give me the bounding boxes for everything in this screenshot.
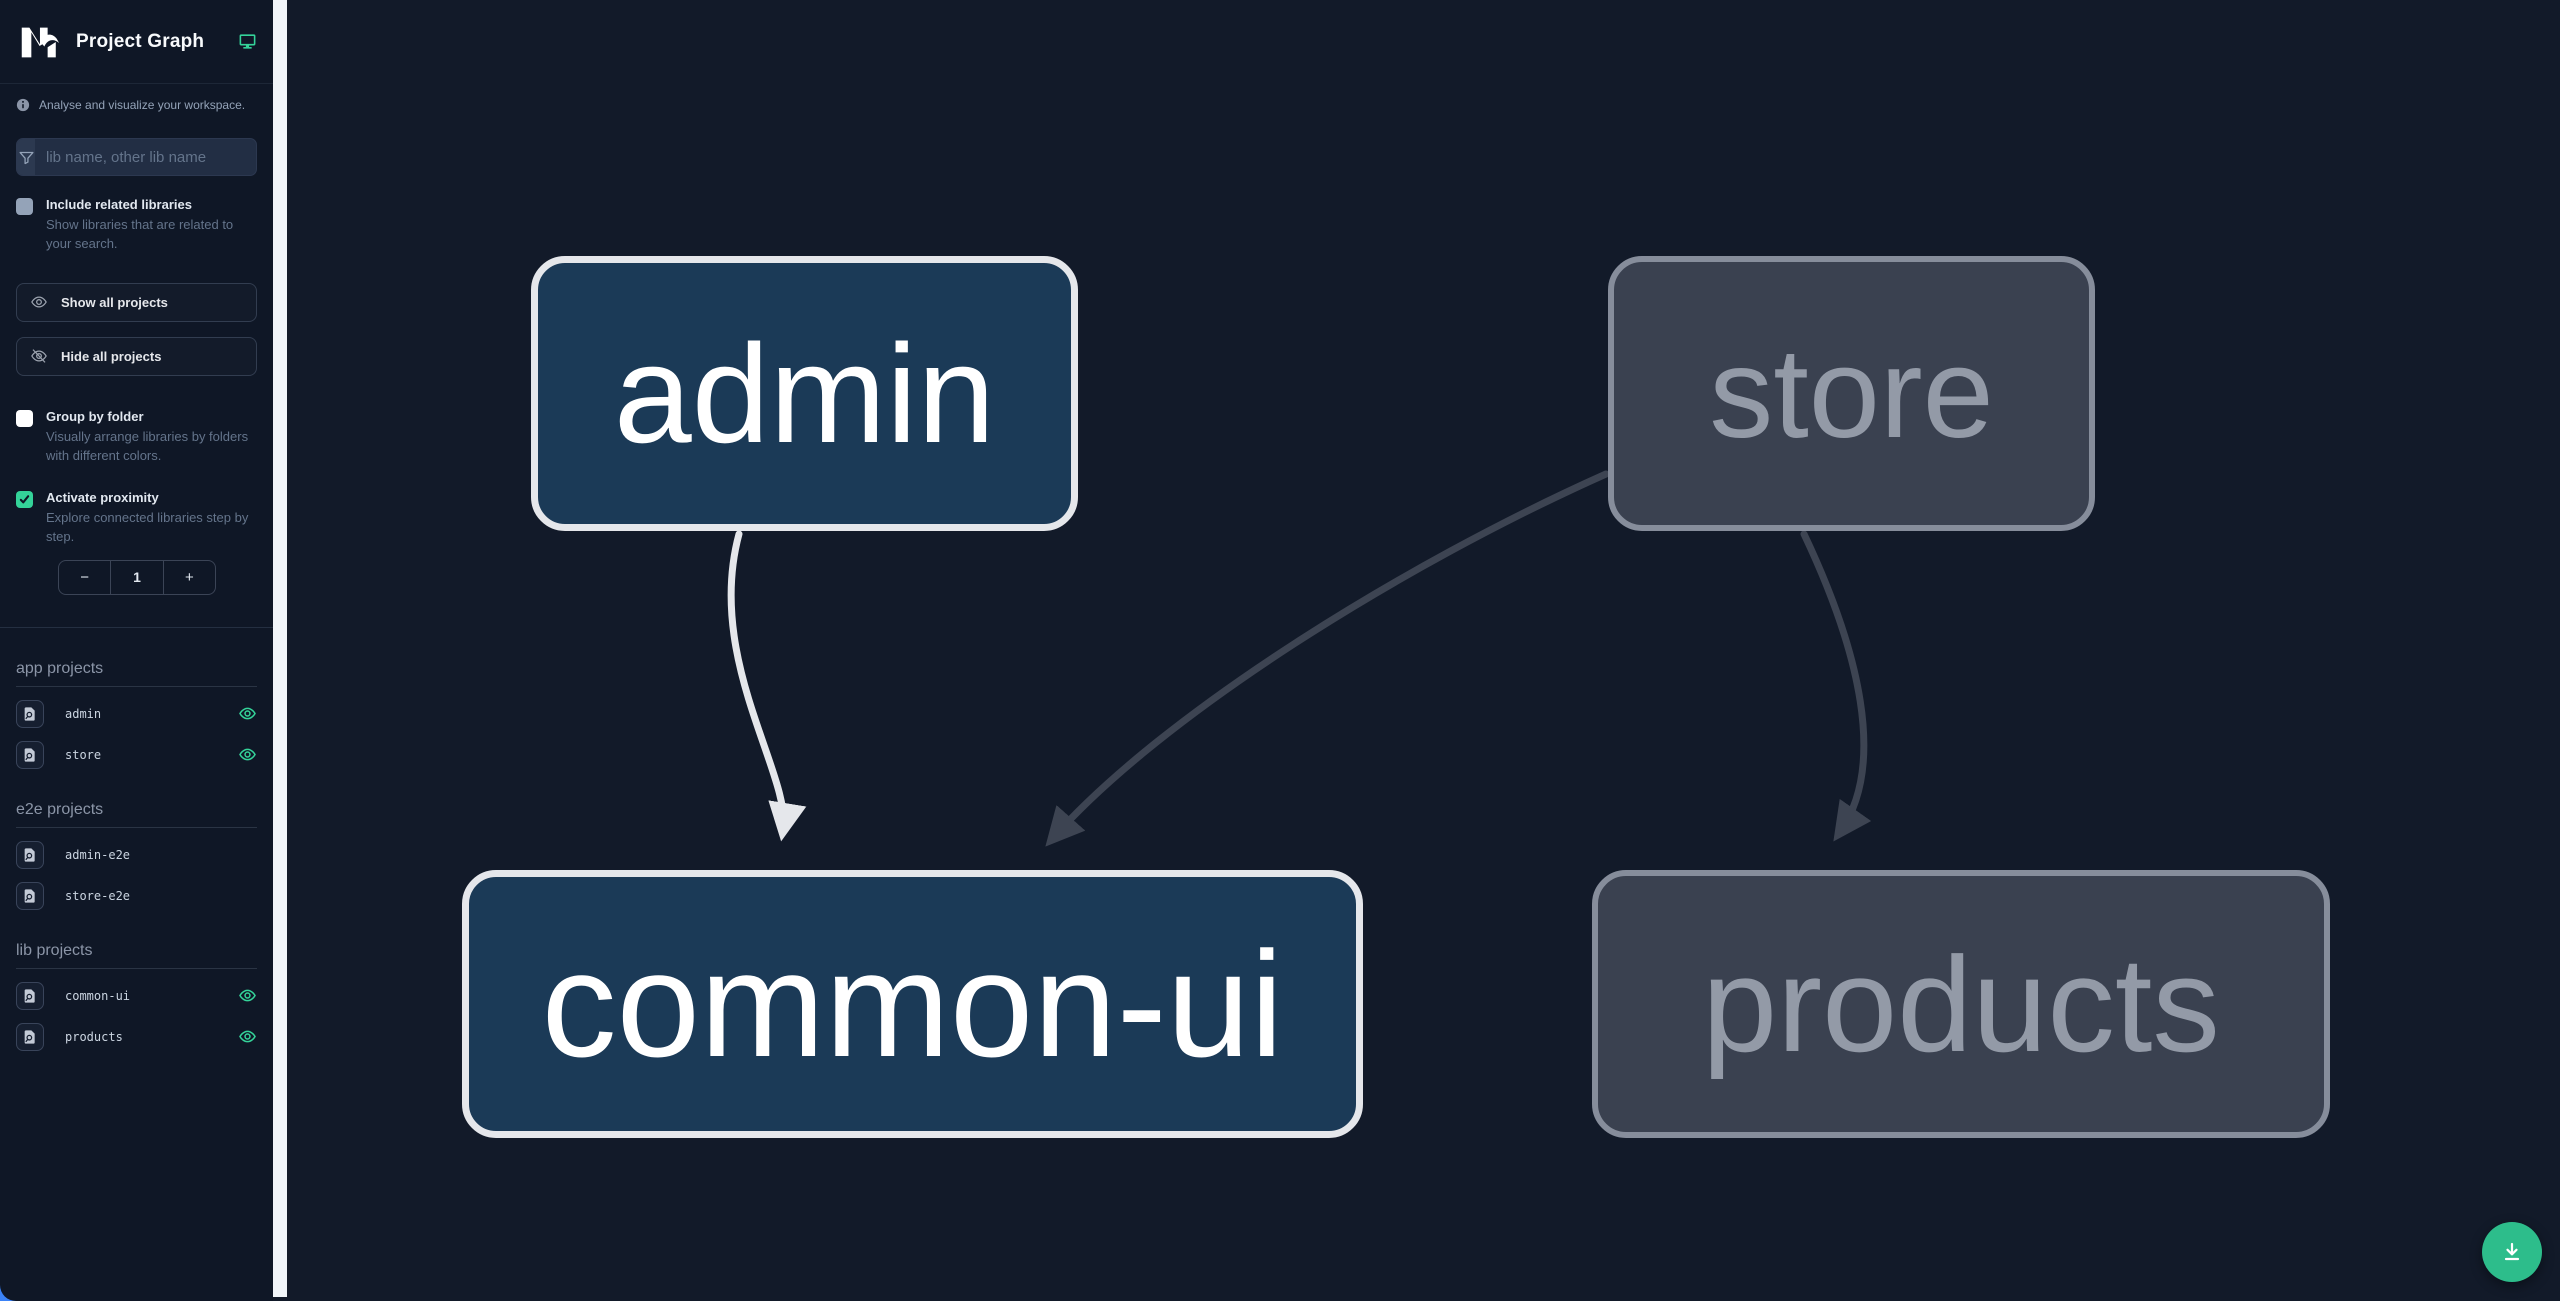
search-box bbox=[16, 138, 257, 176]
project-name: products bbox=[65, 1029, 123, 1044]
project-name: common-ui bbox=[65, 988, 131, 1003]
toggle-visibility-eye-icon[interactable] bbox=[238, 986, 257, 1005]
hide-all-projects-label: Hide all projects bbox=[61, 348, 162, 364]
show-all-projects-label: Show all projects bbox=[61, 294, 168, 310]
graph-canvas[interactable]: admin store common-ui products bbox=[287, 0, 2560, 1301]
sidebar: Project Graph Analyse and visualize your… bbox=[0, 0, 273, 1301]
eye-icon bbox=[31, 296, 47, 308]
document-magnifier-icon bbox=[24, 848, 35, 862]
project-name: store-e2e bbox=[65, 888, 131, 903]
search-input[interactable] bbox=[35, 139, 256, 175]
graph-node-store[interactable]: store bbox=[1608, 256, 2095, 531]
eye-off-icon bbox=[31, 349, 47, 364]
show-all-projects-button[interactable]: Show all projects bbox=[16, 282, 257, 322]
document-magnifier-icon bbox=[24, 748, 35, 762]
project-row-products: products bbox=[16, 1022, 257, 1051]
nx-logo bbox=[21, 27, 60, 57]
project-name: store bbox=[65, 747, 102, 762]
graph-node-common-ui[interactable]: common-ui bbox=[462, 870, 1363, 1138]
section-app-projects: app projects admin bbox=[16, 660, 257, 769]
group-by-folder-label: Group by folder bbox=[46, 408, 144, 424]
sidebar-body: Analyse and visualize your workspace. In… bbox=[0, 98, 273, 1051]
project-row-admin-e2e: admin-e2e bbox=[16, 840, 257, 869]
activate-proximity-description: Explore connected libraries step by step… bbox=[46, 510, 249, 544]
sidebar-resize-divider[interactable] bbox=[273, 0, 287, 1297]
section-title: e2e projects bbox=[16, 801, 257, 828]
activate-proximity-label: Activate proximity bbox=[46, 489, 159, 505]
focus-project-button[interactable] bbox=[16, 881, 44, 910]
proximity-increment-button[interactable]: + bbox=[164, 561, 215, 594]
tagline: Analyse and visualize your workspace. bbox=[16, 98, 257, 112]
project-row-store: store bbox=[16, 740, 257, 769]
download-icon bbox=[2504, 1242, 2520, 1261]
section-lib-projects: lib projects common-ui bbox=[16, 942, 257, 1051]
document-magnifier-icon bbox=[24, 989, 35, 1003]
graph-node-products[interactable]: products bbox=[1592, 870, 2330, 1138]
toggle-visibility-eye-icon[interactable] bbox=[238, 704, 257, 723]
focus-project-button[interactable] bbox=[16, 840, 44, 869]
focus-project-button[interactable] bbox=[16, 1022, 44, 1051]
include-related-label: Include related libraries bbox=[46, 197, 192, 212]
section-title: lib projects bbox=[16, 942, 257, 969]
download-graph-button[interactable] bbox=[2482, 1222, 2542, 1282]
group-by-folder-checkbox-row[interactable]: Group by folder Visually arrange librari… bbox=[16, 409, 257, 466]
section-title: app projects bbox=[16, 660, 257, 687]
edge-store-to-products[interactable] bbox=[1800, 530, 1872, 842]
document-magnifier-icon bbox=[24, 707, 35, 721]
checkmark-icon bbox=[19, 495, 30, 504]
section-e2e-projects: e2e projects admin-e2e bbox=[16, 801, 257, 910]
node-label: store bbox=[1709, 322, 1994, 465]
project-name: admin-e2e bbox=[65, 847, 131, 862]
include-related-checkbox-row[interactable]: Include related libraries Show libraries… bbox=[16, 197, 257, 254]
project-row-store-e2e: store-e2e bbox=[16, 881, 257, 910]
proximity-value: 1 bbox=[110, 560, 164, 594]
toggle-visibility-eye-icon[interactable] bbox=[238, 1027, 257, 1046]
node-label: common-ui bbox=[541, 919, 1284, 1088]
edge-store-to-common-ui[interactable] bbox=[1045, 470, 1610, 847]
group-by-folder-description: Visually arrange libraries by folders wi… bbox=[46, 429, 249, 464]
proximity-stepper: − 1 + bbox=[58, 559, 216, 595]
focus-project-button[interactable] bbox=[16, 699, 44, 728]
sidebar-header: Project Graph bbox=[0, 0, 273, 84]
edge-admin-to-common-ui[interactable] bbox=[727, 530, 807, 842]
project-row-common-ui: common-ui bbox=[16, 981, 257, 1010]
app-title: Project Graph bbox=[76, 30, 205, 52]
include-related-description: Show libraries that are related to your … bbox=[46, 217, 234, 252]
include-related-checkbox[interactable] bbox=[16, 198, 33, 215]
project-row-admin: admin bbox=[16, 699, 257, 728]
node-label: products bbox=[1702, 928, 2220, 1080]
project-name: admin bbox=[65, 706, 102, 721]
group-by-folder-checkbox[interactable] bbox=[16, 409, 33, 427]
tagline-text: Analyse and visualize your workspace. bbox=[39, 98, 246, 112]
document-magnifier-icon bbox=[24, 1030, 35, 1044]
info-icon bbox=[16, 98, 30, 112]
focus-project-button[interactable] bbox=[16, 740, 44, 769]
node-label: admin bbox=[613, 314, 996, 472]
graph-edges bbox=[727, 470, 1872, 847]
sidebar-divider bbox=[0, 626, 273, 628]
proximity-decrement-button[interactable]: − bbox=[59, 561, 110, 594]
document-magnifier-icon bbox=[24, 889, 35, 903]
toggle-visibility-eye-icon[interactable] bbox=[238, 745, 257, 764]
filter-funnel-icon bbox=[17, 139, 35, 175]
graph-node-admin[interactable]: admin bbox=[531, 256, 1078, 531]
activate-proximity-checkbox-row[interactable]: Activate proximity Explore connected lib… bbox=[16, 490, 257, 547]
monitor-icon[interactable] bbox=[238, 32, 257, 51]
hide-all-projects-button[interactable]: Hide all projects bbox=[16, 336, 257, 376]
focus-project-button[interactable] bbox=[16, 981, 44, 1010]
activate-proximity-checkbox[interactable] bbox=[16, 490, 33, 508]
